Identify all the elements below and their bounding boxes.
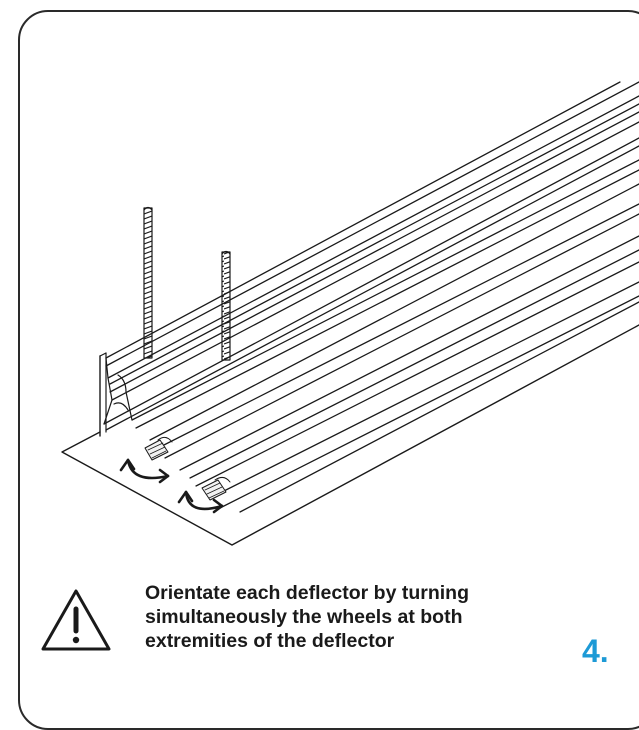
rotation-arrow-right: [177, 490, 224, 514]
deflector-wheel-right: [201, 476, 231, 501]
step-number: 4.: [582, 633, 609, 669]
threaded-rod-right: [221, 250, 231, 361]
instruction-text: Orientate each deflector by turning simu…: [145, 582, 469, 652]
rotation-arrow-left: [119, 458, 170, 484]
rail-profile: [103, 81, 639, 513]
deflector-wheel-left: [144, 436, 173, 461]
deflector-illustration: [61, 81, 639, 546]
threaded-rod-left: [143, 206, 153, 359]
rail-end-cap: [103, 357, 133, 425]
warning-triangle-icon: [41, 589, 111, 651]
